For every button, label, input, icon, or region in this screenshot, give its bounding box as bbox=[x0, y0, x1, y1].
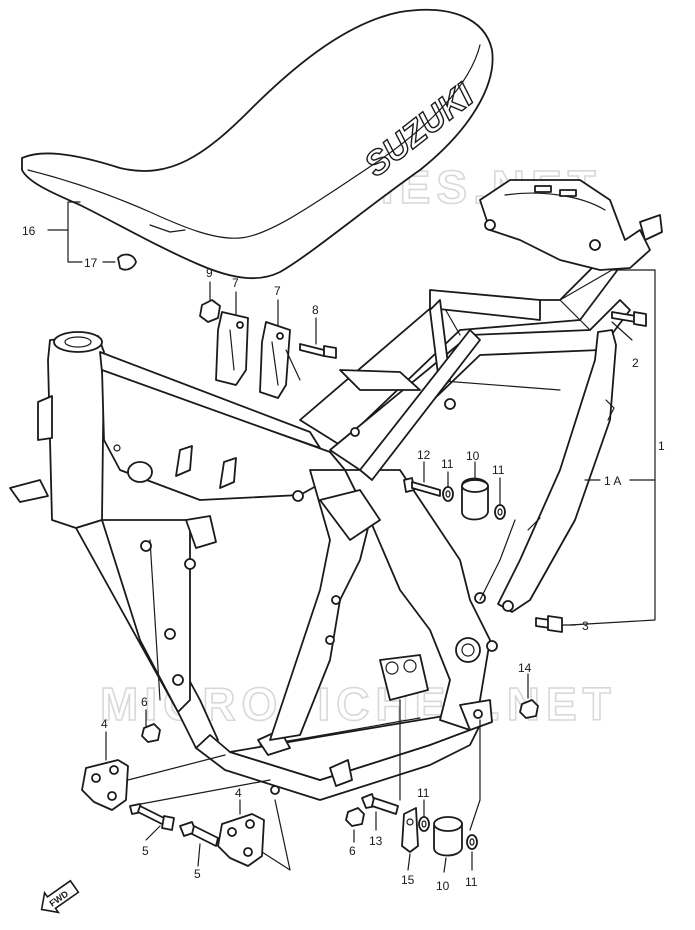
engine-plate-4-a bbox=[81, 759, 129, 811]
seat: SUZUKI bbox=[21, 8, 494, 280]
callout-11-c: 11 bbox=[417, 786, 430, 800]
callout-16: 16 bbox=[22, 224, 36, 238]
nut-6-b bbox=[345, 807, 365, 827]
callout-6-a: 6 bbox=[141, 695, 148, 709]
bracket-15 bbox=[401, 807, 419, 853]
bolt-2 bbox=[611, 311, 647, 327]
nut-14 bbox=[519, 699, 539, 719]
callout-10-a: 10 bbox=[466, 449, 480, 463]
bolt-12 bbox=[403, 477, 441, 497]
callout-13: 13 bbox=[369, 834, 383, 848]
callout-5-b: 5 bbox=[194, 867, 201, 881]
bolt-8 bbox=[299, 343, 337, 359]
callout-7-a: 7 bbox=[232, 276, 239, 290]
callout-8: 8 bbox=[312, 303, 319, 317]
bolt-5-b bbox=[179, 821, 219, 847]
callout-11-a: 11 bbox=[441, 457, 454, 471]
callout-labels: 1 1 A 2 3 4 4 5 5 6 6 7 7 8 9 10 10 11 1… bbox=[22, 224, 665, 893]
callout-10-b: 10 bbox=[436, 879, 450, 893]
callout-7-b: 7 bbox=[274, 284, 281, 298]
callout-3: 3 bbox=[582, 619, 589, 633]
callout-14: 14 bbox=[518, 661, 532, 675]
callout-4-b: 4 bbox=[235, 786, 242, 800]
rear-frame-stay-1a bbox=[497, 329, 617, 613]
bushing-10-b bbox=[433, 816, 463, 857]
main-frame bbox=[9, 179, 663, 801]
engine-plate-4-b bbox=[217, 813, 265, 867]
leader-lines bbox=[105, 269, 656, 873]
callout-2: 2 bbox=[632, 356, 639, 370]
bracket-7-right bbox=[259, 321, 291, 399]
washer-11-c bbox=[418, 816, 430, 832]
callout-5-a: 5 bbox=[142, 844, 149, 858]
washer-11-a bbox=[442, 486, 454, 502]
callout-6-b: 6 bbox=[349, 844, 356, 858]
callout-11-d: 11 bbox=[465, 875, 478, 889]
washer-11-d bbox=[466, 834, 478, 850]
seat-callout-lines bbox=[47, 201, 116, 263]
callout-1a: 1 A bbox=[604, 474, 621, 488]
bushing-10-a bbox=[461, 477, 489, 521]
washer-11-b bbox=[494, 504, 506, 520]
bolt-3 bbox=[535, 615, 563, 633]
bracket-7-left bbox=[215, 311, 249, 386]
callout-9: 9 bbox=[206, 266, 213, 280]
seat-clip bbox=[117, 253, 137, 271]
fwd-arrow-icon: FWD bbox=[40, 879, 80, 914]
callout-12: 12 bbox=[417, 448, 431, 462]
callout-11-b: 11 bbox=[492, 463, 505, 477]
nut-6-a bbox=[141, 723, 161, 743]
callout-15: 15 bbox=[401, 873, 415, 887]
callout-1: 1 bbox=[658, 439, 665, 453]
bolt-5-a bbox=[129, 803, 175, 831]
callout-4-a: 4 bbox=[101, 717, 108, 731]
nut-9 bbox=[199, 299, 221, 323]
bolt-13 bbox=[361, 793, 399, 815]
callout-17: 17 bbox=[84, 256, 98, 270]
